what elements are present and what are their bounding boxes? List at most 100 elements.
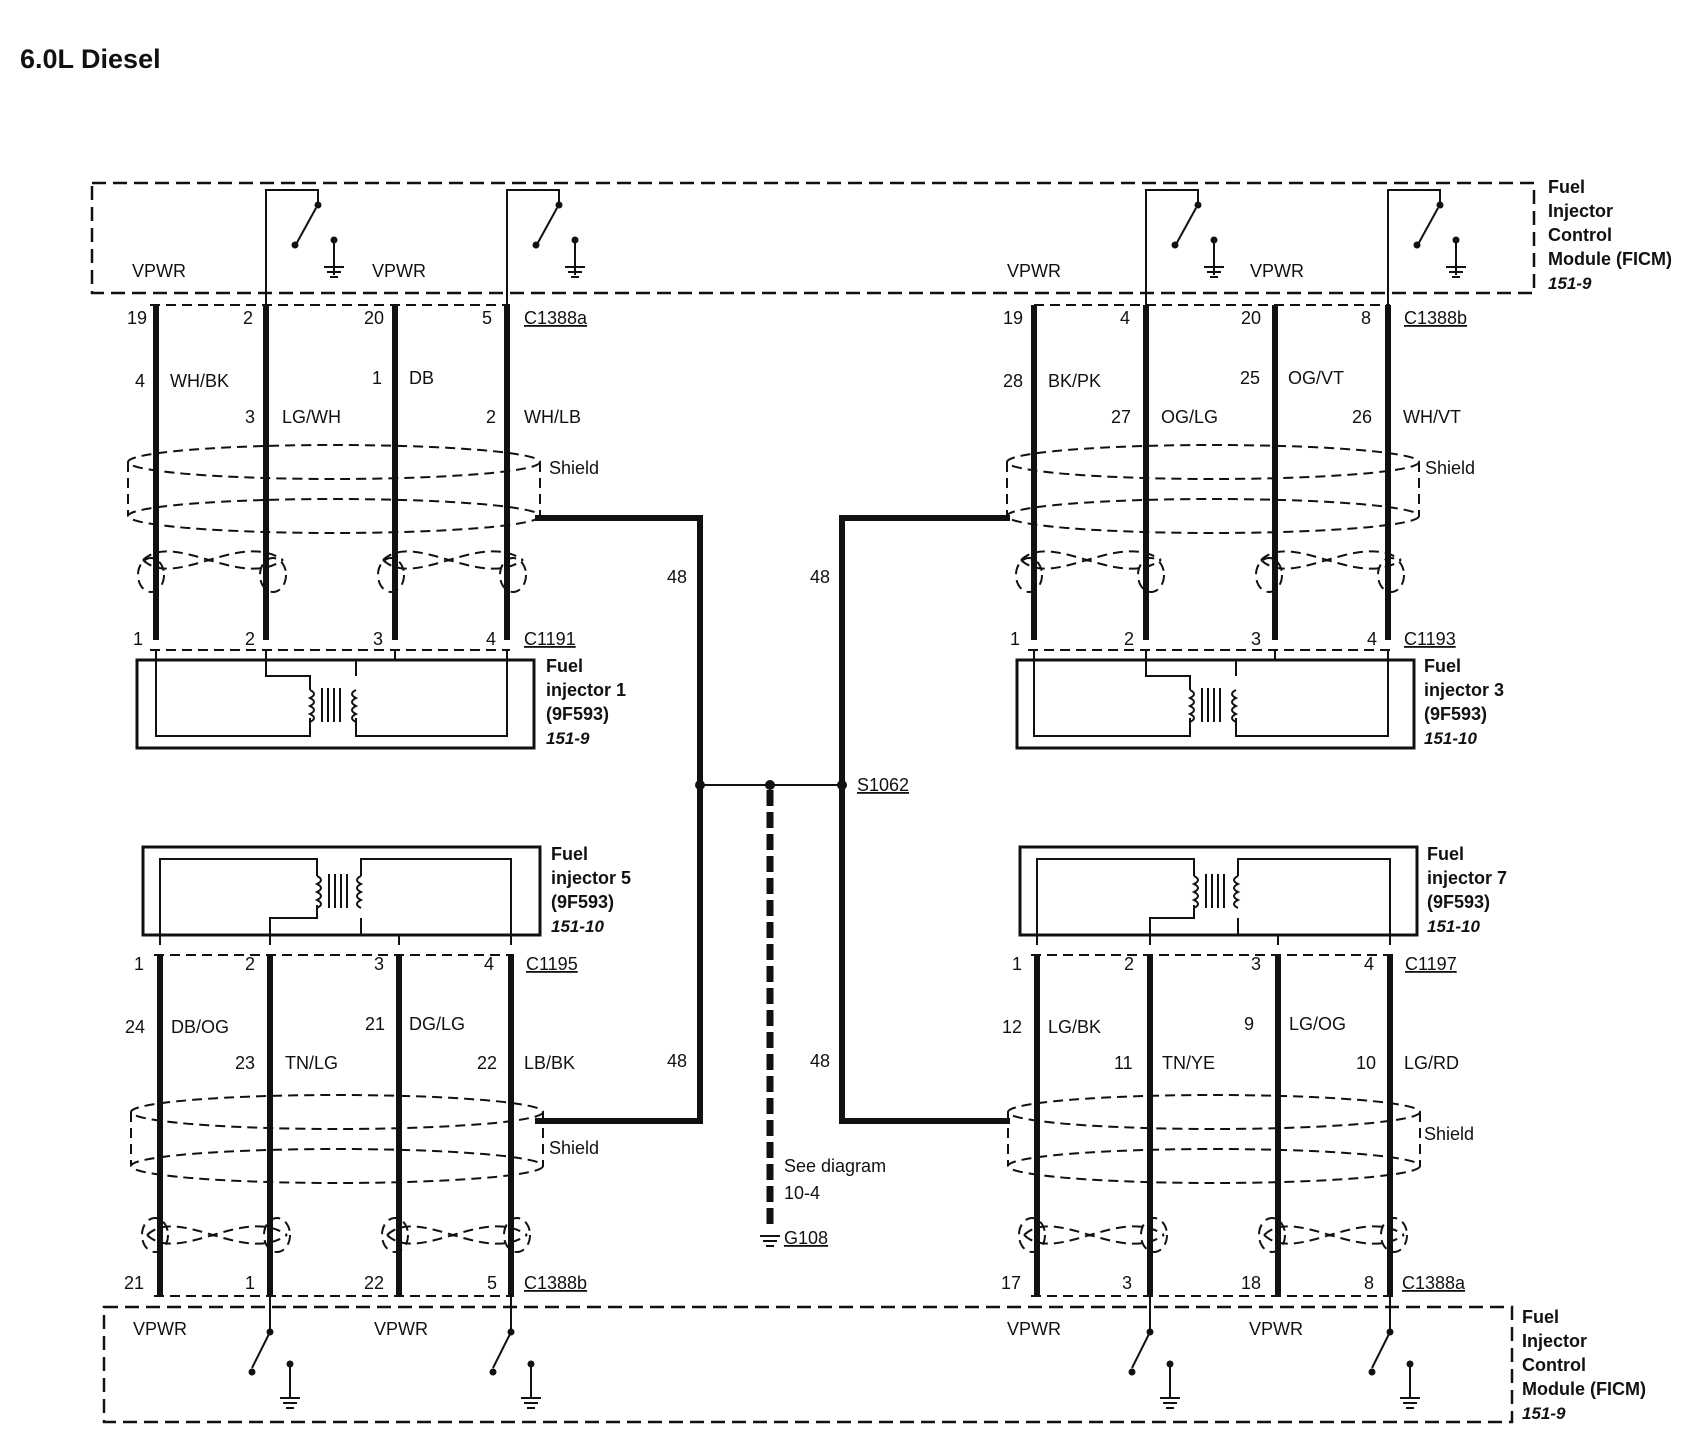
pin-number: 4: [1364, 954, 1374, 974]
solenoid-coil-icon: [1187, 688, 1239, 723]
shield-drain-network: 48 48 48 48 S1062 See diagram 10-4 G108: [535, 515, 1010, 1248]
injector-3-name: injector 3: [1424, 680, 1504, 700]
ficm-top: Fuel Injector Control Module (FICM) 151-…: [90, 177, 1672, 328]
pin-number: 17: [1001, 1273, 1021, 1293]
vpwr-label: VPWR: [133, 1319, 187, 1339]
pin-number: 1: [133, 629, 143, 649]
ficm-bottom-box: [102, 1305, 1514, 1424]
ficm-bottom-name-2: Injector: [1522, 1331, 1587, 1351]
wire-color: TN/LG: [285, 1053, 338, 1073]
pin-number: 19: [127, 308, 147, 328]
pin-number: 1: [1010, 629, 1020, 649]
injector-1-name: Fuel: [546, 656, 583, 676]
drain-circuit: 48: [667, 1051, 687, 1071]
switch-ground-icon: [265, 189, 344, 305]
injector-1-name: injector 1: [546, 680, 626, 700]
switch-ground-icon: [1128, 1296, 1180, 1409]
shield-outline: [1007, 1094, 1421, 1130]
injector-7-name: Fuel: [1427, 844, 1464, 864]
twisted-pair-icon: [1018, 1217, 1168, 1253]
drain-wire-right: [839, 515, 1010, 1124]
vpwr-label: VPWR: [374, 1319, 428, 1339]
shield-outline: [130, 1094, 544, 1130]
see-diagram-label: See diagram: [784, 1156, 886, 1176]
pin-number: 2: [245, 629, 255, 649]
switch-ground-icon: [489, 1296, 541, 1409]
circuit-number: 27: [1111, 407, 1131, 427]
connector-c1388b: C1388b: [1404, 308, 1467, 328]
ground-icon: [760, 1235, 780, 1247]
ficm-bottom-name-3: Control: [1522, 1355, 1586, 1375]
injector-1-name: (9F593): [546, 704, 609, 724]
see-diagram-ref: 10-4: [784, 1183, 820, 1203]
switch-ground-icon: [506, 189, 585, 305]
pin-number: 19: [1003, 308, 1023, 328]
switch-ground-icon: [1387, 189, 1466, 305]
wire-color: DG/LG: [409, 1014, 465, 1034]
splice-dot: [695, 780, 705, 790]
pin-number: 4: [484, 954, 494, 974]
ficm-bottom-ref: 151-9: [1522, 1404, 1566, 1423]
drain-circuit: 48: [810, 1051, 830, 1071]
ficm-top-ref: 151-9: [1548, 274, 1592, 293]
circuit-number: 9: [1244, 1014, 1254, 1034]
injector-5-ref: 151-10: [551, 917, 604, 936]
pin-number: 3: [1122, 1273, 1132, 1293]
ficm-bottom: C1388b C1388a 21 1 22 5 17 3 18 8 Fuel I…: [102, 1273, 1646, 1424]
wire-color: LG/RD: [1404, 1053, 1459, 1073]
wire-color: DB: [409, 368, 434, 388]
pin-number: 1: [245, 1273, 255, 1293]
connector-c1197: C1197: [1405, 954, 1457, 974]
circuit-number: 25: [1240, 368, 1260, 388]
shield-label: Shield: [549, 458, 599, 478]
splice-label: S1062: [857, 775, 909, 795]
ficm-bottom-name-4: Module (FICM): [1522, 1379, 1646, 1399]
connector-c1388a: C1388a: [1402, 1273, 1466, 1293]
wire-color: LG/BK: [1048, 1017, 1101, 1037]
circuit-number: 2: [486, 407, 496, 427]
shield-label: Shield: [1425, 458, 1475, 478]
pin-number: 8: [1364, 1273, 1374, 1293]
switch-ground-icon: [248, 1296, 300, 1409]
twisted-pair-icon: [1258, 1217, 1408, 1253]
pin-number: 1: [1012, 954, 1022, 974]
shield-outline: [127, 498, 541, 534]
wire-color: DB/OG: [171, 1017, 229, 1037]
wire-color: LB/BK: [524, 1053, 575, 1073]
wire-color: OG/VT: [1288, 368, 1344, 388]
pin-number: 2: [1124, 954, 1134, 974]
pin-number: 4: [1367, 629, 1377, 649]
circuit-number: 28: [1003, 371, 1023, 391]
vpwr-label: VPWR: [1007, 261, 1061, 281]
wire-color: WH/LB: [524, 407, 581, 427]
circuit-number: 12: [1002, 1017, 1022, 1037]
wire-color: WH/BK: [170, 371, 229, 391]
fuel-injector-3: Fuel injector 3 (9F593) 151-10: [1015, 650, 1504, 750]
switch-ground-icon: [1368, 1296, 1420, 1409]
injector-5-name: (9F593): [551, 892, 614, 912]
circuit-number: 3: [245, 407, 255, 427]
shield-outline: [1007, 1148, 1421, 1184]
connector-c1388b: C1388b: [524, 1273, 587, 1293]
pin-number: 18: [1241, 1273, 1261, 1293]
drain-wire-left: [535, 515, 703, 1124]
solenoid-coil-icon: [1191, 874, 1241, 909]
pin-number: 5: [487, 1273, 497, 1293]
pin-number: 21: [124, 1273, 144, 1293]
wire-color: WH/VT: [1403, 407, 1461, 427]
switch-ground-icon: [1145, 189, 1224, 305]
injector-1-ref: 151-9: [546, 729, 590, 748]
pin-number: 2: [245, 954, 255, 974]
vpwr-label: VPWR: [372, 261, 426, 281]
pin-number: 4: [1120, 308, 1130, 328]
circuit-number: 22: [477, 1053, 497, 1073]
injector-5-name: injector 5: [551, 868, 631, 888]
wire-color: LG/WH: [282, 407, 341, 427]
shield-outline: [1006, 498, 1420, 534]
ficm-top-name-2: Injector: [1548, 201, 1613, 221]
wire-group-injector-1: 4 WH/BK 3 LG/WH 1 DB 2 WH/LB Shield C119…: [127, 305, 599, 651]
connector-c1195: C1195: [526, 954, 578, 974]
pin-number: 5: [482, 308, 492, 328]
fuel-injector-5: Fuel injector 5 (9F593) 151-10: [141, 844, 631, 945]
